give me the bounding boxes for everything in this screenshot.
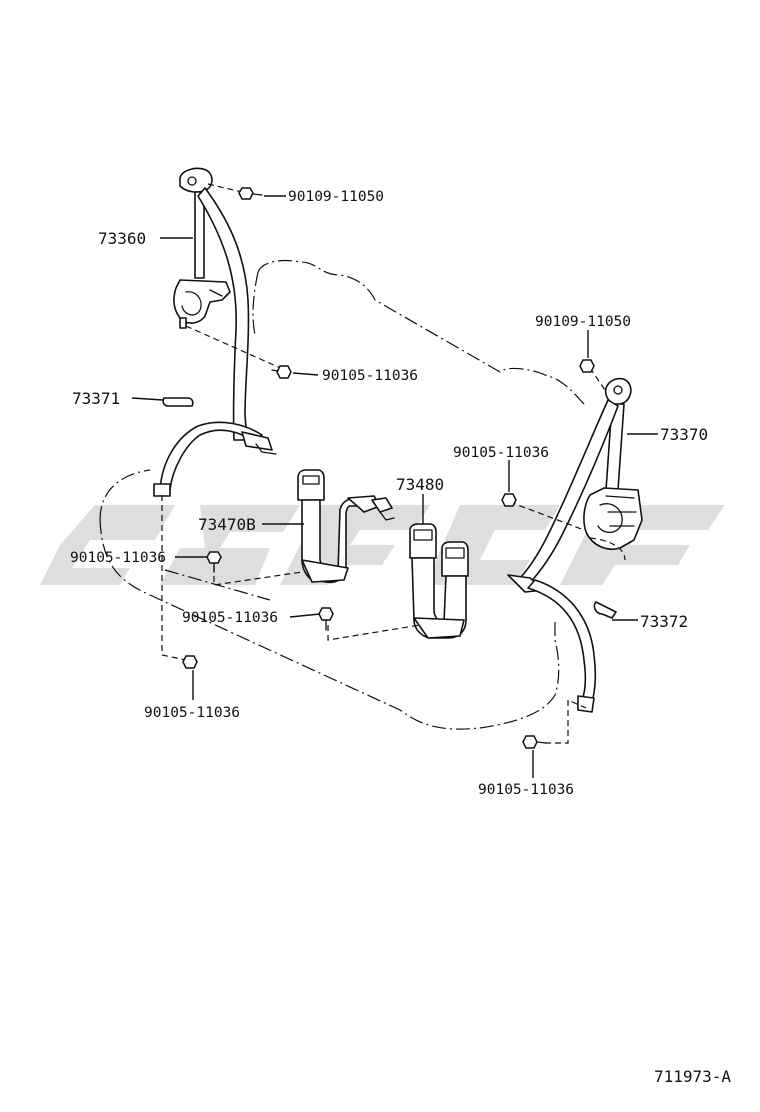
bolt-icons <box>182 187 595 749</box>
cover-73371 <box>162 397 194 407</box>
label-bolt-right-anchor: 90105-11036 <box>453 445 549 461</box>
bolt-icon <box>271 365 292 379</box>
bolt-icon <box>238 187 263 200</box>
label-bolt-left-retractor: 90105-11036 <box>322 368 418 384</box>
label-73480: 73480 <box>396 475 444 494</box>
bolt-icon <box>501 493 517 507</box>
label-bolt-top-left: 90109-11050 <box>288 189 384 205</box>
label-bolt-top-right: 90109-11050 <box>535 314 631 330</box>
bolt-icon <box>182 655 198 669</box>
label-73470B: 73470B <box>198 515 256 534</box>
seat-belt-73360 <box>153 167 277 497</box>
drawing-code: 711973-A <box>654 1067 731 1086</box>
leader-lines <box>131 195 658 778</box>
label-bolt-right-floor: 90105-11036 <box>478 782 574 798</box>
bolt-icon <box>522 735 547 749</box>
label-bolt-center: 90105-11036 <box>182 610 278 626</box>
label-bolt-left-floor: 90105-11036 <box>144 705 240 721</box>
seat-belt-73370 <box>507 377 643 713</box>
bolt-icon <box>318 607 334 631</box>
part-labels: 73360 73371 73370 73372 73480 73470B 901… <box>70 189 731 1086</box>
label-73371: 73371 <box>72 389 120 408</box>
label-bolt-left-buckle: 90105-11036 <box>70 550 166 566</box>
label-73372: 73372 <box>640 612 688 631</box>
label-73370: 73370 <box>660 425 708 444</box>
buckle-73480 <box>409 523 469 639</box>
buckle-73470B <box>297 469 395 584</box>
anchor-lines <box>161 183 626 744</box>
bolt-icon <box>579 359 595 373</box>
label-73360: 73360 <box>98 229 146 248</box>
